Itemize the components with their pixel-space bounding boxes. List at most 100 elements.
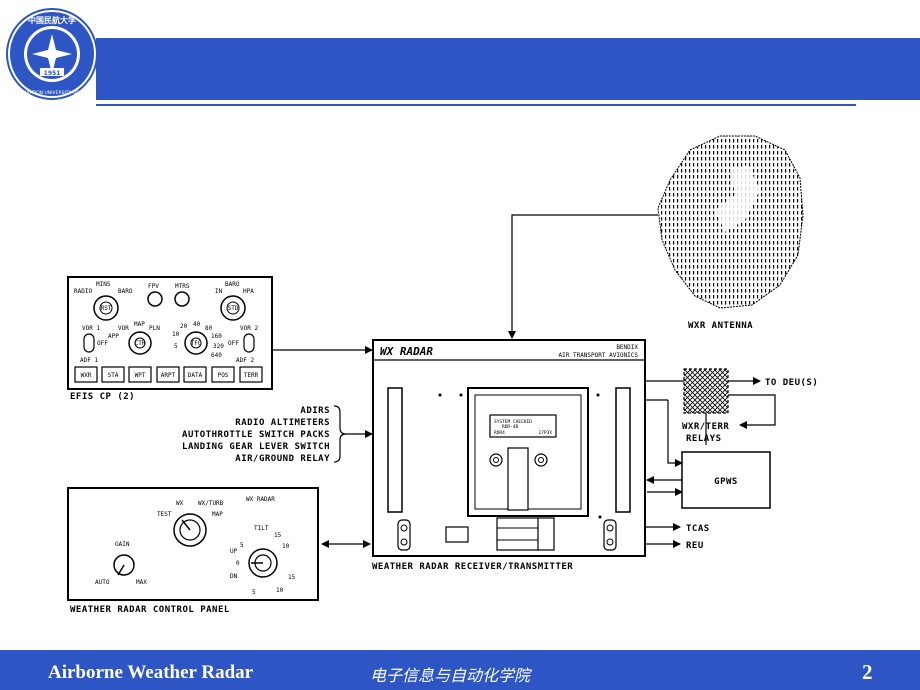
- antenna-label: WXR ANTENNA: [688, 321, 753, 331]
- input-autothrottle: AUTOTHROTTLE SWITCH PACKS: [182, 430, 330, 440]
- efis-range-640: 640: [211, 352, 222, 359]
- header-top-band: [96, 0, 920, 38]
- efis-radio-label: RADIO: [74, 288, 92, 295]
- rt-brand-ata: AIR TRANSPORT AVIONICS: [559, 352, 639, 359]
- inputs-list: ADIRS RADIO ALTIMETERS AUTOTHROTTLE SWIT…: [182, 405, 347, 464]
- rt-title: WX RADAR: [380, 345, 433, 358]
- efis-data-button[interactable]: [183, 366, 207, 383]
- cp-tilt-scale-dn5: 5: [252, 589, 256, 596]
- efis-range-5: 5: [174, 343, 178, 350]
- cp-auto-label: AUTO: [95, 579, 110, 586]
- cp-wxradar-label: WX RADAR: [246, 496, 275, 503]
- efis-ctr-label: CTR: [135, 340, 146, 347]
- cp-wx-label: WX: [176, 500, 184, 507]
- gpws-label: GPWS: [714, 477, 738, 487]
- efis-range-20: 20: [180, 323, 188, 330]
- efis-wpt-button-label: WPT: [135, 372, 146, 379]
- cp-gain-label: GAIN: [115, 541, 130, 548]
- efis-pos-button[interactable]: [211, 366, 235, 383]
- input-air-ground-relay: AIR/GROUND RELAY: [235, 454, 330, 464]
- logo-year: 1951: [44, 70, 61, 77]
- page-number: 2: [862, 660, 873, 684]
- rt-window-line2: RDR-4B: [502, 424, 519, 430]
- efis-adf1-label: ADF 1: [80, 357, 98, 364]
- gpws-box: GPWS: [681, 451, 771, 509]
- cp-dn-label: DN: [230, 573, 238, 580]
- efis-mtrs-label: MTRS: [175, 283, 190, 290]
- wxr-antenna: WXR ANTENNA: [657, 135, 804, 331]
- efis-std-label: STD: [228, 305, 239, 312]
- tcas-label: TCAS: [686, 524, 710, 534]
- efis-mode-app-label: APP: [108, 333, 119, 340]
- header-blue-band: [96, 38, 920, 100]
- efis-range-40: 40: [193, 321, 201, 328]
- efis-terr-button[interactable]: [239, 366, 263, 383]
- footer-title: Airborne Weather Radar: [48, 662, 254, 683]
- efis-wpt-button[interactable]: [128, 366, 152, 383]
- efis-button-row: WXR STA WPT ARPT DATA POS TERR: [74, 366, 263, 383]
- rt-window-line3: RDR4: [494, 430, 505, 436]
- efis-baro2-label: BARO: [225, 281, 240, 288]
- efis-fpv-label: FPV: [148, 283, 159, 290]
- cp-tilt-scale-up5: 5: [240, 542, 244, 549]
- efis-mode-map-label: MAP: [134, 321, 145, 328]
- cp-tilt-scale-0: 0: [236, 560, 240, 567]
- cp-test-label: TEST: [157, 511, 172, 518]
- rt-window-line1: SYSTEM CHECKED: [494, 419, 532, 425]
- efis-wxr-button[interactable]: [74, 366, 98, 383]
- rt-window-line4: 17P3X: [538, 430, 552, 436]
- input-landing-gear: LANDING GEAR LEVER SWITCH: [182, 442, 330, 452]
- receiver-transmitter: WX RADAR BENDIX AIR TRANSPORT AVIONICS S…: [372, 339, 646, 572]
- weather-radar-control-panel: WX WX/TURB TEST MAP WX RADAR GAIN AUTO M…: [67, 487, 319, 615]
- efis-vor2-label: VOR 2: [240, 325, 258, 332]
- antenna-rt-connector: [508, 214, 658, 339]
- cp-tilt-label: TILT: [254, 525, 269, 532]
- to-deu-label: TO DEU(S): [765, 378, 818, 388]
- relays-loop-connector: [728, 394, 776, 429]
- efis-arpt-button-label: ARPT: [161, 372, 176, 379]
- cp-wxturb-label: WX/TURB: [198, 500, 224, 507]
- cp-tilt-scale-up15: 15: [274, 532, 282, 539]
- efis-range-160: 160: [211, 333, 222, 340]
- cp-tilt-scale-dn15: 15: [288, 574, 296, 581]
- cp-max-label: MAX: [136, 579, 147, 586]
- efis-range-320: 320: [213, 343, 224, 350]
- logo-chinese-text: 中国民航大学: [28, 15, 76, 25]
- logo-english-text: CIVIL AVIATION UNIVERSITY OF CHINA: [9, 90, 95, 96]
- efis-arpt-button[interactable]: [156, 366, 180, 383]
- reu-label: REU: [686, 541, 704, 551]
- rt-connector-block: [496, 517, 540, 551]
- cp-tilt-scale-dn10: 10: [276, 587, 284, 594]
- efis-right-off-label: OFF: [228, 340, 239, 347]
- input-adirs: ADIRS: [300, 406, 330, 416]
- input-radio-altimeters: RADIO ALTIMETERS: [235, 418, 330, 428]
- efis-terr-button-label: TERR: [244, 372, 259, 379]
- efis-rst-label: RST: [101, 305, 112, 312]
- rt-brand-bendix: BENDIX: [616, 344, 638, 351]
- footer-department: 电子信息与自动化学院: [370, 666, 531, 685]
- efis-tfc-label: TFC: [191, 340, 202, 347]
- rt-display-window: [489, 414, 557, 438]
- efis-data-button-label: DATA: [188, 372, 203, 379]
- efis-adf2-label: ADF 2: [236, 357, 254, 364]
- efis-cp-label: EFIS CP (2): [70, 392, 135, 402]
- efis-left-vor-adf-switch[interactable]: [83, 333, 95, 353]
- system-diagram: WXR ANTENNA RADIO MINS BARO FPV MTRS IN …: [67, 135, 818, 615]
- efis-range-10: 10: [172, 331, 180, 338]
- efis-fpv-button[interactable]: [147, 291, 163, 307]
- efis-mode-pln-label: PLN: [149, 325, 160, 332]
- relays-label-line2: RELAYS: [686, 434, 722, 444]
- efis-sta-button[interactable]: [101, 366, 125, 383]
- efis-wxr-button-label: WXR: [81, 372, 92, 379]
- efis-vor1-label: VOR 1: [82, 325, 100, 332]
- efis-hpa-label: HPA: [243, 288, 254, 295]
- efis-sta-button-label: STA: [108, 372, 119, 379]
- efis-in-label: IN: [215, 288, 223, 295]
- efis-left-off-label: OFF: [97, 340, 108, 347]
- efis-mtrs-button[interactable]: [174, 291, 190, 307]
- header-underline: [96, 104, 856, 106]
- efis-baro-label: BARO: [118, 288, 133, 295]
- efis-right-vor-adf-switch[interactable]: [243, 333, 255, 353]
- efis-pos-button-label: POS: [218, 372, 229, 379]
- footer-bar: Airborne Weather Radar 电子信息与自动化学院 2: [0, 650, 920, 690]
